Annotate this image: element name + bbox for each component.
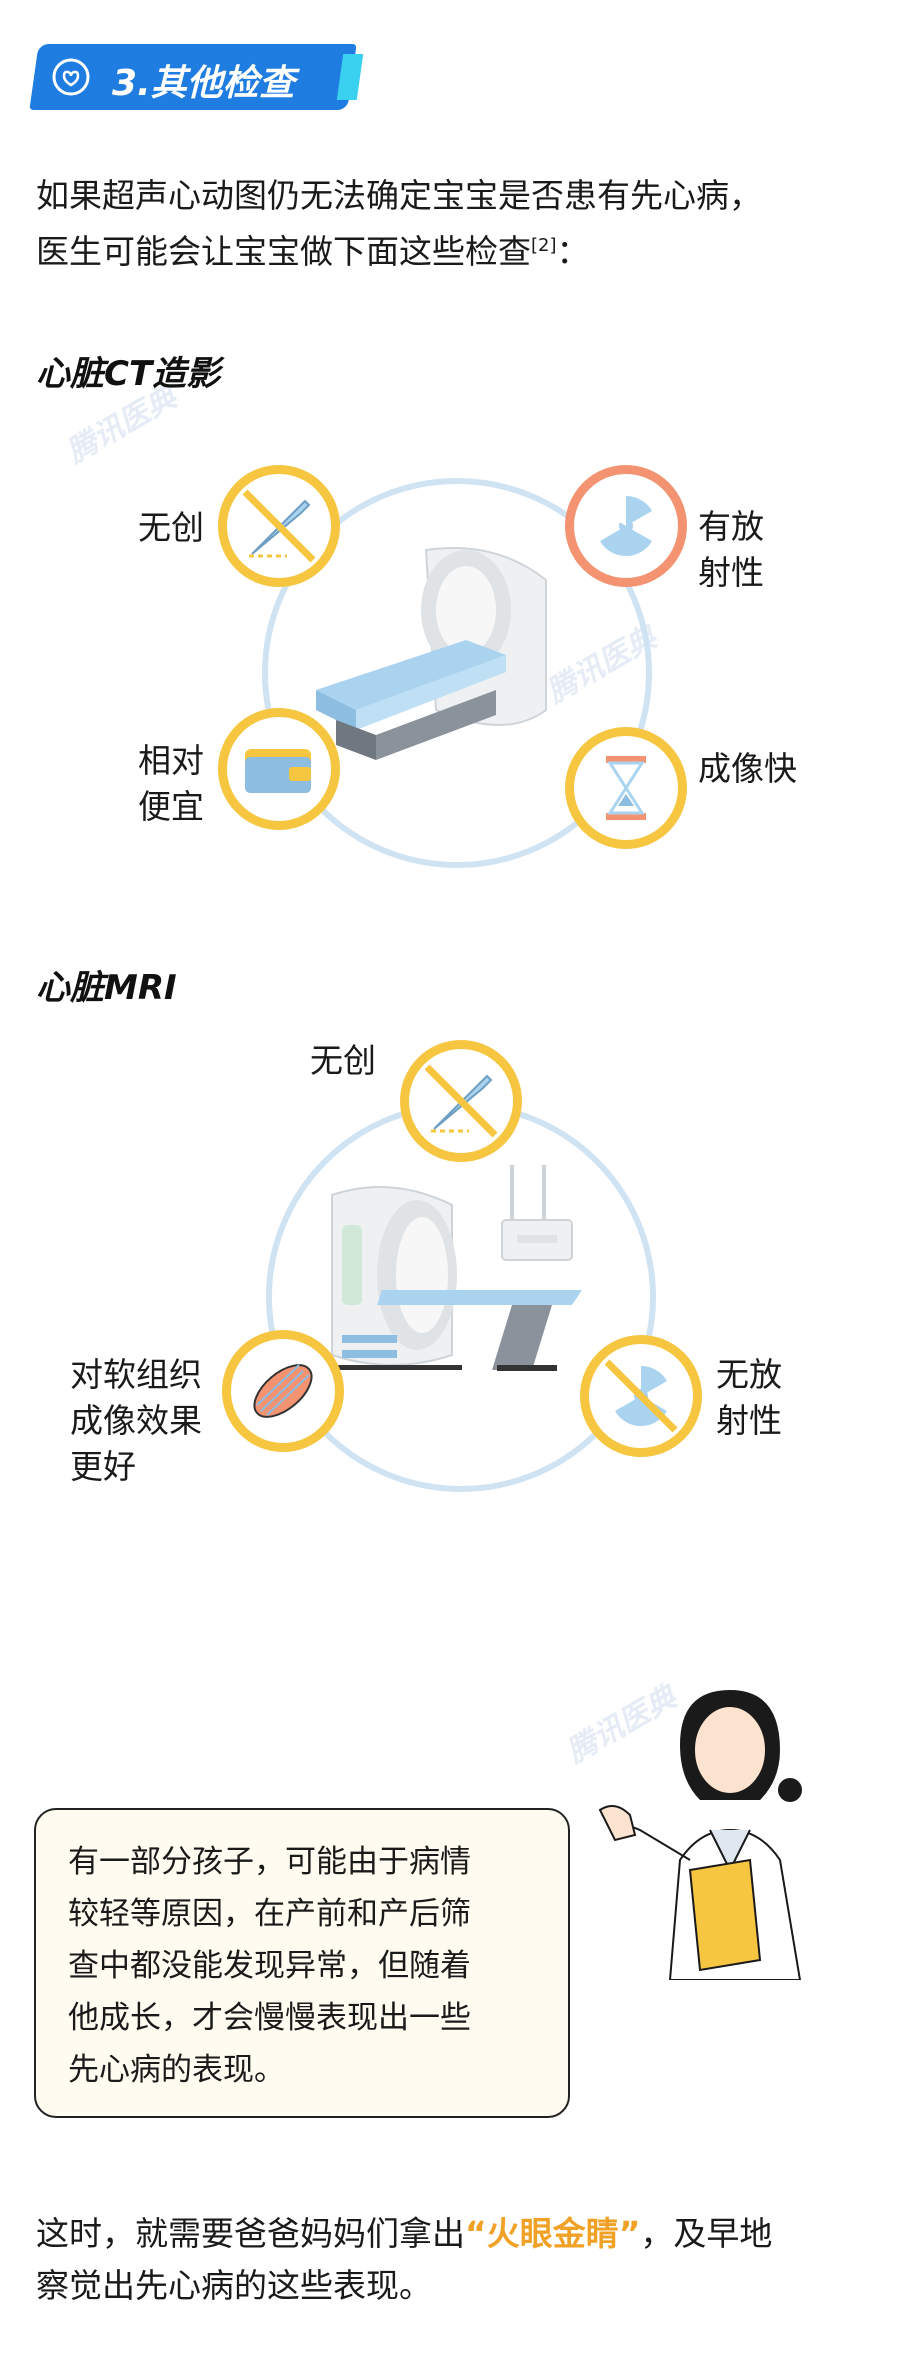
section-title: 3.其他检查: [112, 63, 295, 104]
note-line: 查中都没能发现异常，但随着: [68, 1948, 471, 1984]
note-text: 有一部分孩子，可能由于病情 较轻等原因，在产前和产后筛 查中都没能发现异常，但随…: [68, 1836, 548, 2096]
scalpel-crossed-icon: [242, 489, 316, 563]
mri-no-radiation-badge: [580, 1335, 702, 1457]
intro-line-1: 如果超声心动图仍无法确定宝宝是否患有先心病，: [36, 176, 762, 215]
intro-line-2: 医生可能会让宝宝做下面这些检查[2]：: [36, 220, 590, 278]
ct-label-noninvasive: 无创: [138, 508, 204, 547]
ct-label-cheap-1: 相对: [138, 741, 204, 780]
mri-label-no-radiation-1: 无放: [716, 1355, 782, 1394]
wallet-icon: [245, 749, 311, 793]
mri-soft-tissue-badge: [222, 1330, 344, 1452]
closing-highlight: “火眼金睛”: [465, 2214, 641, 2253]
ct-fast-badge: [565, 727, 687, 849]
mri-label-noninvasive: 无创: [310, 1041, 376, 1080]
note-line: 较轻等原因，在产前和产后筛: [68, 1896, 471, 1932]
scalpel-crossed-icon: [424, 1064, 498, 1138]
mri-label-soft-1: 对软组织: [70, 1355, 202, 1394]
note-line: 有一部分孩子，可能由于病情: [68, 1844, 471, 1880]
note-box: [34, 1808, 570, 2118]
ct-cheap-badge: [218, 708, 340, 830]
mri-label-soft-3: 更好: [70, 1447, 136, 1486]
radiation-crossed-icon: [604, 1359, 678, 1433]
hourglass-icon: [606, 756, 646, 820]
ct-ring: [262, 478, 652, 868]
ct-noninvasive-badge: [218, 465, 340, 587]
intro-line-2-end: ：: [556, 232, 590, 271]
mri-scanner-icon: [322, 1165, 582, 1371]
ct-title: 心脏CT造影: [36, 354, 221, 394]
note-line: 先心病的表现。: [68, 2052, 285, 2088]
doctor-illustration: [598, 1690, 802, 1980]
ct-label-radiation-1: 有放: [698, 507, 764, 546]
ct-label-cheap-2: 便宜: [138, 787, 204, 826]
heart-hand-icon: [52, 58, 90, 96]
closing-line-2: 察觉出先心病的这些表现。: [36, 2266, 432, 2305]
mri-label-soft-2: 成像效果: [70, 1401, 202, 1440]
reference-marker[interactable]: [2]: [531, 235, 557, 256]
closing-line-1-b: ，及早地: [640, 2214, 773, 2253]
ct-label-radiation-2: 射性: [698, 553, 764, 592]
intro-line-2-text: 医生可能会让宝宝做下面这些检查: [36, 232, 531, 271]
mri-label-no-radiation-2: 射性: [716, 1401, 782, 1440]
closing-line-1-a: 这时，就需要爸爸妈妈们拿出: [36, 2214, 465, 2253]
mri-noninvasive-badge: [400, 1040, 522, 1162]
note-line: 他成长，才会慢慢表现出一些: [68, 2000, 471, 2036]
ct-radiation-badge: [565, 465, 687, 587]
ct-label-fast: 成像快: [698, 749, 797, 788]
mri-title: 心脏MRI: [36, 968, 177, 1008]
muscle-tissue-icon: [253, 1364, 313, 1418]
closing-line-1: 这时，就需要爸爸妈妈们拿出“火眼金睛”，及早地: [36, 2208, 772, 2260]
ct-scanner-icon: [316, 547, 547, 760]
radiation-icon: [600, 496, 652, 557]
